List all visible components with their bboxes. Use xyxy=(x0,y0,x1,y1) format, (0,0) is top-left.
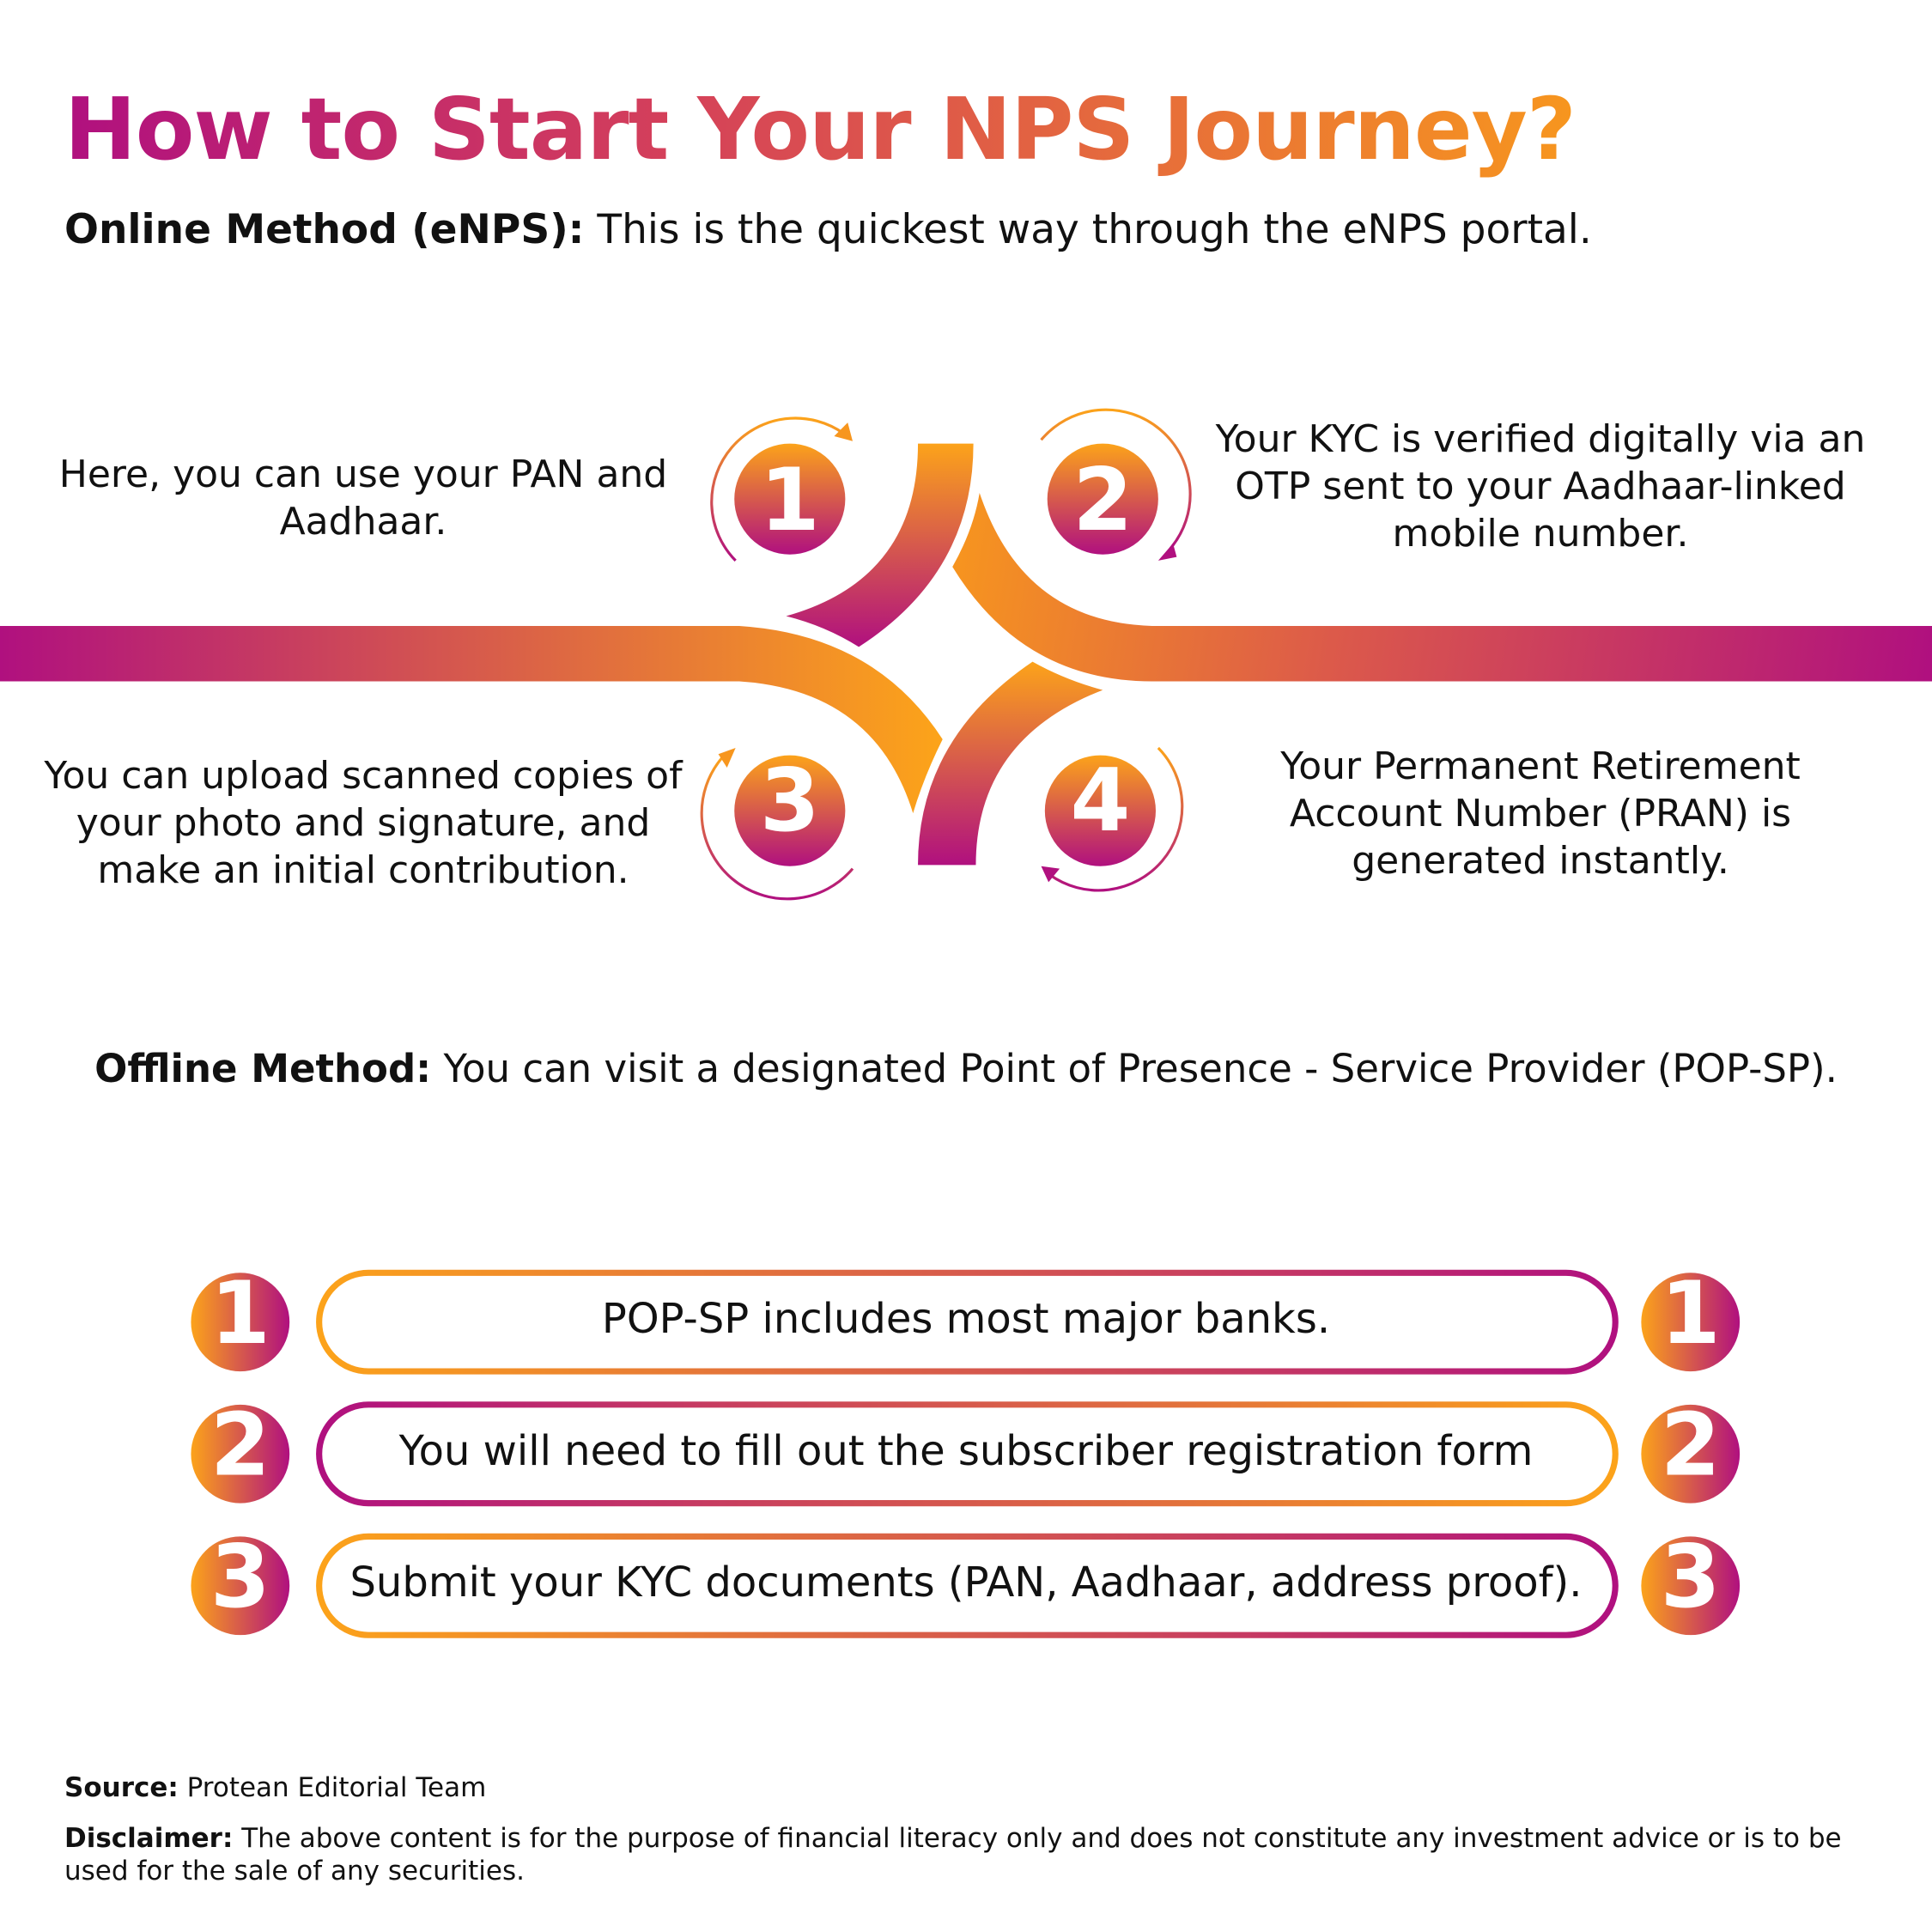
band-left xyxy=(0,625,943,814)
cycle-arrow-icon xyxy=(700,408,1192,901)
step-number: 3 xyxy=(210,1527,270,1627)
step-number: 3 xyxy=(1661,1527,1721,1627)
online-method-text: This is the quickest way through the eNP… xyxy=(584,206,1592,253)
disclaimer-text: The above content is for the purpose of … xyxy=(64,1823,1842,1886)
step-number: 2 xyxy=(1661,1395,1721,1496)
step-number: 1 xyxy=(210,1263,270,1364)
step-number: 1 xyxy=(1661,1263,1721,1364)
offline-step-1-text: POP-SP includes most major banks. xyxy=(601,1295,1331,1343)
step-circle-4: 4 xyxy=(1044,750,1156,866)
offline-step-3-text: Submit your KYC documents (PAN, Aadhaar,… xyxy=(349,1558,1583,1607)
step-number: 1 xyxy=(760,450,820,550)
offline-row-3: 3 3 xyxy=(191,1527,1741,1638)
graphic-shape xyxy=(1641,1536,1741,1636)
offline-row-1: 1 1 xyxy=(191,1263,1741,1375)
step-1-text: Here, you can use your PAN and Aadhaar. xyxy=(58,453,668,544)
band-right xyxy=(952,492,1932,682)
graphic-shape xyxy=(700,756,854,901)
offline-method-label: Offline Method: xyxy=(94,1046,432,1091)
step-circle-3: 3 xyxy=(734,750,846,866)
page-title: How to Start Your NPS Journey? xyxy=(64,79,1577,179)
graphic-shape xyxy=(1040,408,1192,550)
graphic-shape xyxy=(191,1273,290,1372)
step-4-text: Your Permanent Retirement Account Number… xyxy=(1280,744,1801,883)
graphic-shape xyxy=(1047,443,1158,555)
source-label: Source: xyxy=(64,1772,179,1803)
source-text: Protean Editorial Team xyxy=(178,1772,487,1803)
graphic-shape xyxy=(316,1533,1619,1638)
graphic-shape xyxy=(1157,543,1177,561)
graphic-shape xyxy=(191,1536,290,1636)
online-method-label: Online Method (eNPS): xyxy=(64,206,585,253)
graphic-shape xyxy=(834,422,853,441)
graphic-shape xyxy=(1041,866,1060,883)
step-number: 4 xyxy=(1070,750,1130,851)
offline-method-text: You can visit a designated Point of Pres… xyxy=(431,1046,1838,1091)
disclaimer-note: Disclaimer: The above content is for the… xyxy=(64,1822,1876,1887)
graphic-shape xyxy=(734,755,846,866)
source-note: Source: Protean Editorial Team xyxy=(64,1772,486,1803)
graphic-shape xyxy=(734,443,846,555)
step-number: 3 xyxy=(760,750,820,851)
graphic-shape xyxy=(191,1404,290,1504)
graphic-shape xyxy=(316,1401,1619,1507)
step-circle-1: 1 xyxy=(734,443,846,555)
step-number: 2 xyxy=(210,1395,270,1496)
offline-row-2: 2 2 xyxy=(191,1395,1741,1507)
graphic-shape xyxy=(1641,1273,1741,1372)
offline-method-intro: Offline Method: You can visit a designat… xyxy=(0,1046,1932,1091)
graphic-shape xyxy=(710,416,845,562)
graphic-shape xyxy=(718,748,736,768)
graphic-shape xyxy=(316,1269,1619,1375)
step-2-text: Your KYC is verified digitally via an OT… xyxy=(1215,417,1866,556)
step-number: 2 xyxy=(1072,450,1133,550)
disclaimer-label: Disclaimer: xyxy=(64,1823,234,1854)
graphic-shape xyxy=(1641,1404,1741,1504)
step-circle-2: 2 xyxy=(1047,443,1158,555)
arc-bottom xyxy=(918,661,1103,866)
step-3-text: You can upload scanned copies of your ph… xyxy=(44,754,683,892)
offline-step-2-text: You will need to fill out the subscriber… xyxy=(398,1427,1534,1475)
arc-top xyxy=(786,443,974,647)
graphic-shape xyxy=(1044,755,1156,866)
graphic-shape xyxy=(1048,746,1184,892)
online-method-intro: Online Method (eNPS): This is the quicke… xyxy=(64,206,1592,253)
